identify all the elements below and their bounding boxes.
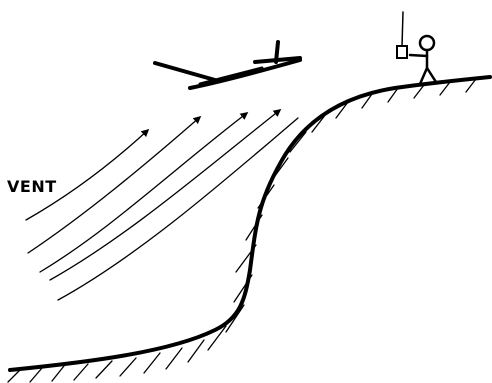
transmitter-antenna — [402, 12, 403, 46]
pilot-figure — [397, 12, 436, 84]
wind-streamlines — [26, 110, 298, 300]
glider-near-wing — [155, 63, 215, 80]
pilot-leg — [427, 68, 436, 82]
hill-slope — [10, 77, 490, 370]
ground-hatching — [8, 79, 476, 382]
pilot-head — [420, 36, 434, 50]
glider — [155, 42, 300, 88]
wind-arrow — [50, 110, 280, 280]
pilot-arm — [410, 55, 427, 56]
glider-fin — [276, 42, 278, 62]
pilot-leg — [420, 68, 427, 84]
wind-arrow — [26, 130, 148, 220]
wind-arrow — [28, 117, 200, 253]
radio-transmitter — [397, 46, 407, 58]
